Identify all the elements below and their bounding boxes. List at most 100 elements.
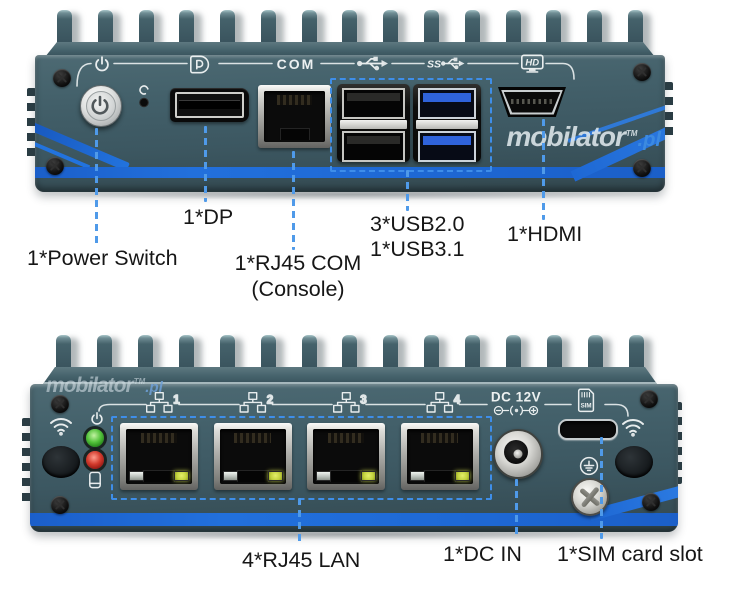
brand-watermark-rear: mobilatorTM.pl [46, 374, 163, 398]
lan-port-4 [400, 423, 479, 490]
trademark-symbol: TM [625, 128, 638, 138]
rear-bottom-stripe [30, 513, 678, 526]
rj45-cavity [406, 429, 473, 484]
rj45-pins [140, 433, 178, 443]
rear-device-shadow [40, 529, 660, 540]
usb-tongue [347, 93, 400, 101]
usb2-port-bottom [342, 131, 405, 162]
rj45-tab [279, 128, 310, 140]
front-screw-top-left [53, 69, 71, 87]
activity-led [267, 471, 283, 481]
front-heatsink-base [45, 42, 655, 57]
hdmi-port [498, 87, 566, 117]
label-lan: 4*RJ45 LAN [242, 548, 361, 572]
usb-tongue [347, 136, 400, 144]
usb3-port-top [418, 88, 476, 119]
lan-port-3 [307, 423, 385, 490]
brand-name: mobilator [506, 121, 626, 152]
leader-lan [298, 498, 301, 546]
rj45-com-port [258, 85, 331, 148]
label-dc-in: 1*DC IN [443, 542, 522, 566]
rear-screw-top-left [51, 395, 69, 413]
rj45-pins [327, 433, 365, 443]
activity-led [454, 471, 470, 481]
brand-name: mobilator [46, 374, 134, 397]
label-sim-card-slot: 1*SIM card slot [557, 542, 703, 566]
brand-tld: .pl [637, 129, 661, 151]
rj45-cavity [219, 429, 286, 484]
rj45-tab [142, 470, 176, 482]
rj45-pins [421, 433, 458, 443]
hdd-led [86, 451, 104, 469]
link-led [316, 471, 331, 481]
rear-screw-top-right [640, 390, 658, 408]
leader-dp [204, 126, 207, 202]
link-led [222, 471, 238, 481]
usb3-port-bottom [418, 131, 476, 162]
antenna-hole-right [615, 446, 653, 478]
rj45-cavity [126, 429, 192, 484]
trademark-symbol: TM [133, 377, 146, 386]
rj45-pins [234, 433, 271, 443]
front-screw-top-right [633, 63, 651, 81]
front-screw-bottom-right [633, 159, 651, 177]
link-led [409, 471, 425, 481]
antenna-hole-left [42, 446, 80, 478]
link-led [129, 471, 144, 481]
activity-led [361, 471, 376, 481]
lan-port-2 [213, 423, 292, 490]
usb3-port-stack [413, 84, 481, 162]
rj45-com-cavity [264, 91, 325, 142]
leader-dc [515, 479, 518, 539]
usb-stack-divider [416, 120, 478, 129]
grounding-screw [571, 478, 609, 516]
label-usb-line1: 3*USB2.0 [370, 212, 465, 236]
usb2-port-top [342, 88, 405, 119]
rj45-tab [423, 470, 456, 482]
brand-watermark-front: mobilatorTM.pl [506, 121, 661, 153]
displayport-slot [179, 100, 240, 109]
lan-port-1 [120, 423, 198, 490]
front-left-side-fins [27, 88, 36, 162]
usb2-port-stack [337, 84, 410, 162]
front-bottom-stripe [35, 167, 665, 178]
rear-screw-bottom-right [642, 493, 660, 511]
label-rj45-com-line1: 1*RJ45 COM [234, 251, 362, 275]
label-usb: 3*USB2.0 1*USB3.1 [370, 212, 464, 262]
rear-screw-bottom-left [51, 496, 69, 514]
sim-card-slot [558, 419, 618, 440]
label-rj45-com: 1*RJ45 COM (Console) [227, 250, 369, 302]
leader-power-switch [95, 128, 98, 245]
activity-led [174, 471, 189, 481]
hdmi-pins [511, 99, 553, 104]
dc-jack-pin [513, 449, 523, 459]
usb3-tongue [423, 93, 471, 102]
power-button [80, 85, 122, 127]
label-dp: 1*DP [183, 205, 234, 229]
rj45-tab [236, 470, 269, 482]
rear-heatsink-base [43, 367, 657, 384]
lan-group-outline [111, 416, 492, 500]
power-button-cap [86, 91, 116, 121]
rj45-cavity [313, 429, 379, 484]
label-power-switch: 1*Power Switch [27, 246, 178, 270]
label-hdmi: 1*HDMI [507, 222, 583, 246]
front-device-shadow [45, 189, 655, 200]
leader-sim [600, 437, 603, 539]
leader-com [292, 151, 295, 250]
dc-power-jack [493, 429, 543, 479]
front-screw-bottom-left [46, 157, 64, 175]
displayport-port [170, 88, 249, 122]
rear-left-side-fins [22, 418, 31, 508]
label-rj45-com-line2: (Console) [251, 277, 345, 301]
rj45-pins [277, 95, 312, 105]
leader-hdmi [542, 119, 545, 220]
usb-stack-divider [340, 120, 407, 129]
rj45-tab [329, 470, 363, 482]
leader-usb [406, 170, 409, 211]
power-led [86, 429, 104, 447]
front-right-side-fins [664, 82, 673, 140]
usb3-tongue [423, 136, 471, 145]
brand-tld: .pl [145, 379, 163, 396]
